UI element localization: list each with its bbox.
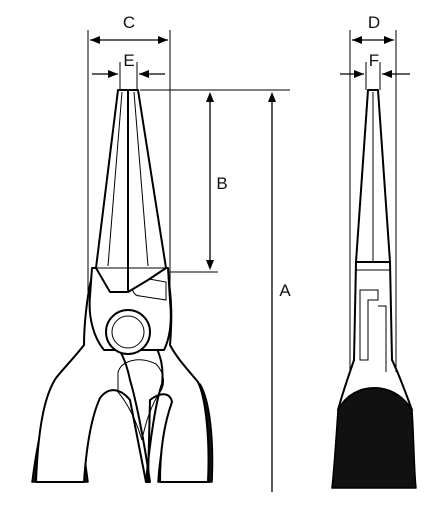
label-c: C [123,13,135,32]
right-jaw-edge [133,91,149,267]
label-d: D [368,13,380,32]
left-jaw [95,89,129,293]
label-e: E [123,51,134,70]
label-a: A [279,281,291,300]
side-grip [331,387,417,489]
dimensions: C E B A [87,13,410,492]
side-view [331,89,417,489]
dimension-f: F [340,51,410,78]
dimension-d: D [352,13,394,44]
side-joint-detail [359,289,379,361]
left-jaw-edge [107,91,123,267]
pivot-rivet-inner [111,315,145,349]
left-handle [35,275,151,483]
dimension-b: B [206,92,228,270]
label-f: F [369,51,379,70]
front-view [31,89,214,483]
dimension-c: C [90,13,168,44]
handle-window [117,359,164,441]
right-jaw [127,89,167,293]
pivot-rivet [105,309,151,355]
dimension-a: A [268,92,291,492]
side-joint-detail-2 [378,305,387,372]
side-body [337,261,413,411]
dimension-e: E [92,51,165,78]
label-b: B [216,174,227,193]
